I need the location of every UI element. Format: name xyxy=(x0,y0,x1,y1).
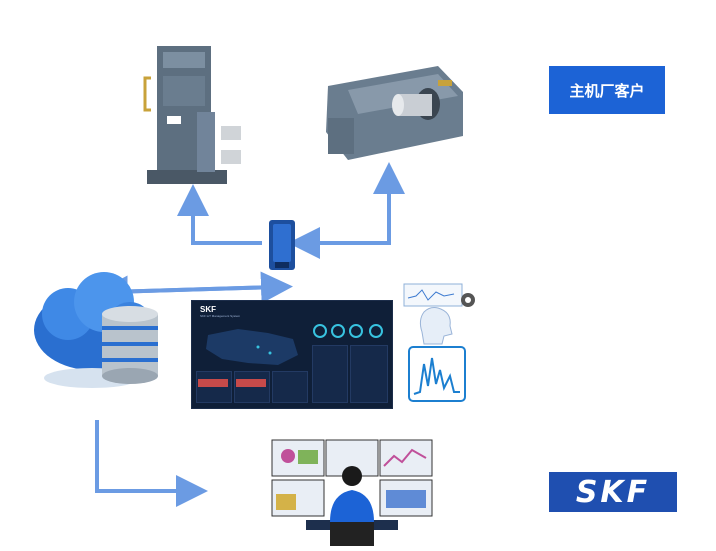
panel-1 xyxy=(196,371,232,403)
bar-strip-2 xyxy=(236,379,266,387)
dashboard-logo: SKF xyxy=(200,305,216,314)
iot-gateway-icon xyxy=(269,220,295,270)
gauge-row xyxy=(313,324,383,338)
waveform-chart-icon xyxy=(408,346,466,402)
panel-3 xyxy=(272,371,308,403)
ai-analysis-icon xyxy=(403,283,475,345)
panel-2 xyxy=(234,371,270,403)
arrow-to-vertical-gearbox xyxy=(177,184,262,245)
cloud-database-icon xyxy=(34,272,158,388)
arrow-cloud-monitoring xyxy=(95,420,208,507)
monitoring-operator-icon xyxy=(271,439,433,546)
vertical-gearbox-icon xyxy=(143,46,241,184)
map-panel xyxy=(206,329,298,365)
dashboard-subtitle: SKF IoT Management System xyxy=(200,314,241,318)
skf-logo: SKF xyxy=(549,472,677,512)
horizontal-gearbox-icon xyxy=(326,66,463,160)
skf-logo-text: SKF xyxy=(575,474,651,510)
panel-5 xyxy=(350,345,388,403)
customer-badge: 主机厂客户 xyxy=(549,66,665,114)
arrow-to-horizontal-gearbox xyxy=(300,162,405,245)
panel-4 xyxy=(312,345,348,403)
bar-strip-1 xyxy=(198,379,228,387)
monitoring-dashboard: SKF SKF IoT Management System xyxy=(191,300,393,409)
